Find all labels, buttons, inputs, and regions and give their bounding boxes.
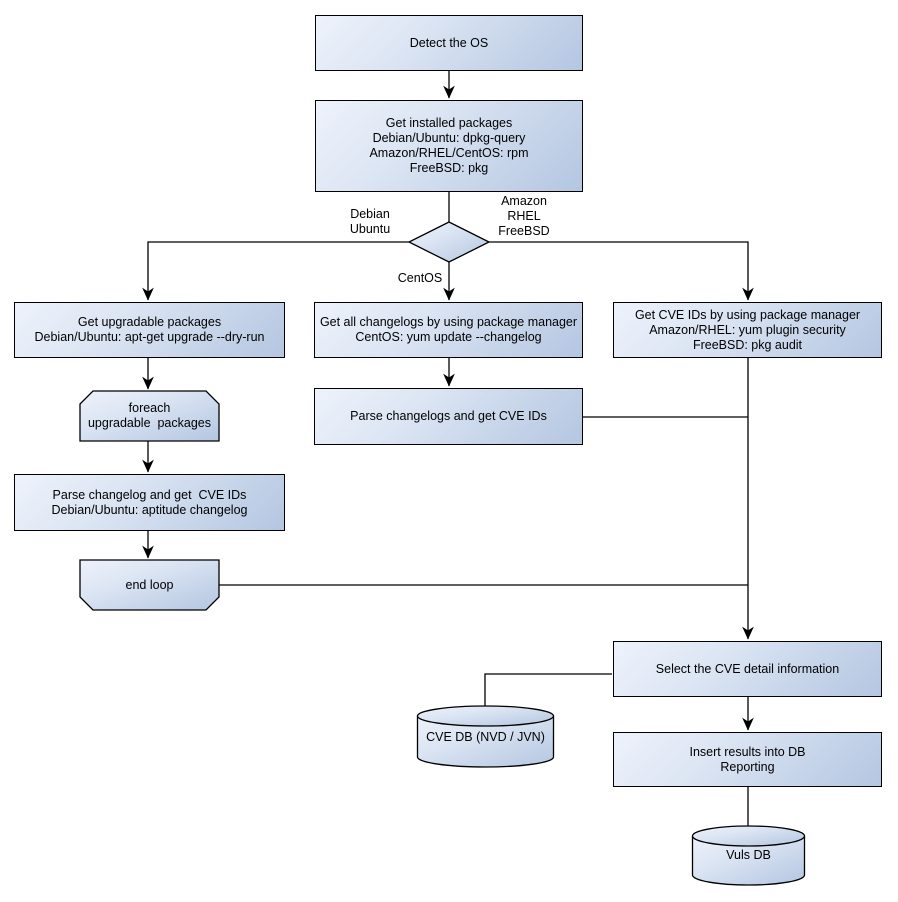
cve-db-cylinder [416,705,555,768]
node-get-all-changelogs: Get all changelogs by using package mana… [314,302,583,358]
end-loop-shape [79,559,220,611]
os-decision-diamond [407,221,491,263]
node-parse-changelog-debian: Parse changelog and get CVE IDs Debian/U… [14,474,285,531]
edge-label-amazon-rhel-freebsd: Amazon RHEL FreeBSD [498,194,550,238]
node-end-loop: end loop [125,577,174,592]
node-select-cve-detail: Select the CVE detail information [613,641,882,697]
node-get-upgradable-packages: Get upgradable packages Debian/Ubuntu: a… [14,302,285,358]
node-insert-results: Insert results into DB Reporting [613,732,882,787]
node-get-cve-ids-pkg-manager: Get CVE IDs by using package manager Ama… [613,302,882,358]
arrow-connectors [142,71,754,731]
node-detect-os: Detect the OS [315,15,583,71]
edge-decision-to-upgradable [142,241,409,301]
edge-cvedb-to-select [484,673,612,707]
node-cve-db: CVE DB (NVD / JVN) [426,729,545,744]
vuls-db-cylinder [691,825,806,886]
foreach-loop-shape [79,390,220,442]
edge-decision-to-cveids [489,241,754,301]
node-foreach-loop-start: foreach upgradable packages [87,401,211,430]
node-get-installed-packages: Get installed packages Debian/Ubuntu: dp… [315,100,583,192]
edge-label-debian-ubuntu: Debian Ubuntu [349,207,391,236]
node-vuls-db: Vuls DB [726,847,771,862]
node-parse-changelogs-centos: Parse changelogs and get CVE IDs [314,388,583,445]
edge-label-centos: CentOS [397,271,443,285]
connector-lines [218,192,749,826]
